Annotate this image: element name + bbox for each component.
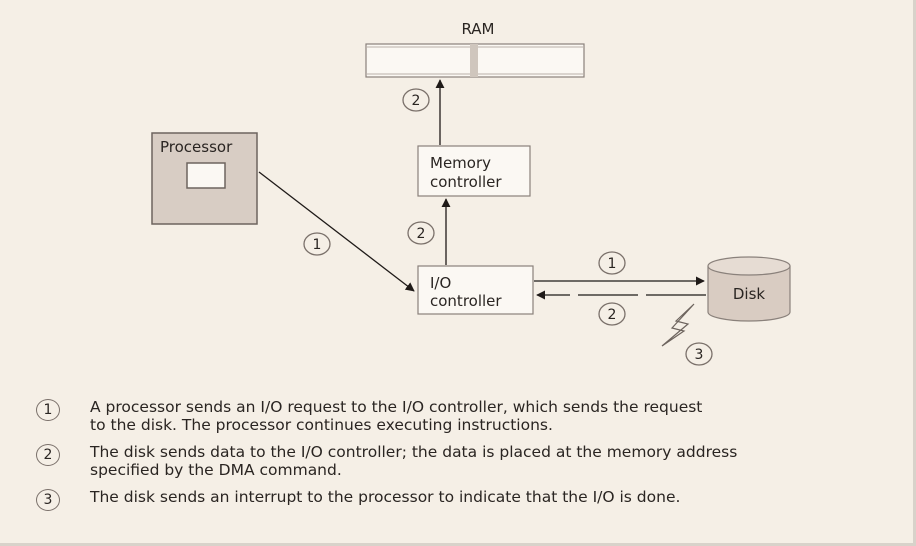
ram-node: RAM xyxy=(365,20,585,78)
io-controller-label-line1: I/O xyxy=(430,274,451,292)
memory-controller-label-line1: Memory xyxy=(430,154,491,172)
processor-node: Processor xyxy=(151,132,258,225)
step-marker-disk-to-io: 2 xyxy=(598,302,626,326)
legend-number-3: 3 xyxy=(36,489,60,511)
legend-item-1: 1 A processor sends an I/O request to th… xyxy=(36,398,896,434)
interrupt-bolt-icon xyxy=(661,303,695,347)
svg-text:2: 2 xyxy=(608,307,617,323)
io-controller-box xyxy=(417,265,534,315)
io-controller-node: I/O controller xyxy=(417,265,534,315)
legend-text-1: A processor sends an I/O request to the … xyxy=(90,398,703,434)
svg-text:1: 1 xyxy=(608,256,617,272)
legend-text-3: The disk sends an interrupt to the proce… xyxy=(90,488,681,506)
svg-text:2: 2 xyxy=(412,93,421,109)
step-marker-interrupt: 3 xyxy=(685,342,713,366)
step-marker-io-to-disk: 1 xyxy=(598,251,626,275)
svg-text:1: 1 xyxy=(313,237,322,253)
processor-chip-icon xyxy=(186,162,226,189)
legend-text-2: The disk sends data to the I/O controlle… xyxy=(90,443,738,479)
disk-body xyxy=(707,266,791,322)
disk-node: Disk xyxy=(707,256,791,322)
step-marker-processor-to-io: 1 xyxy=(303,232,331,256)
legend-number-2: 2 xyxy=(36,444,60,466)
svg-text:2: 2 xyxy=(417,226,426,242)
legend-item-3: 3 The disk sends an interrupt to the pro… xyxy=(36,488,896,511)
processor-label: Processor xyxy=(160,138,233,156)
ram-target-slot xyxy=(470,44,478,77)
dma-diagram: RAM Processor Memory controller I/O cont… xyxy=(151,20,791,366)
disk-label: Disk xyxy=(733,285,766,303)
svg-text:3: 3 xyxy=(695,347,704,363)
processor-to-io-arrow xyxy=(258,171,415,292)
step-legend: 1 A processor sends an I/O request to th… xyxy=(36,398,896,520)
io-controller-label-line2: controller xyxy=(430,292,502,310)
legend-number-1: 1 xyxy=(36,399,60,421)
memory-controller-box xyxy=(417,145,531,197)
step-marker-memctrl-to-ram: 2 xyxy=(402,88,430,112)
step-marker-io-to-memctrl: 2 xyxy=(407,221,435,245)
disk-top xyxy=(707,256,791,276)
memory-controller-label-line2: controller xyxy=(430,173,502,191)
ram-label: RAM xyxy=(461,20,494,38)
memory-controller-node: Memory controller xyxy=(417,145,531,197)
legend-item-2: 2 The disk sends data to the I/O control… xyxy=(36,443,896,479)
